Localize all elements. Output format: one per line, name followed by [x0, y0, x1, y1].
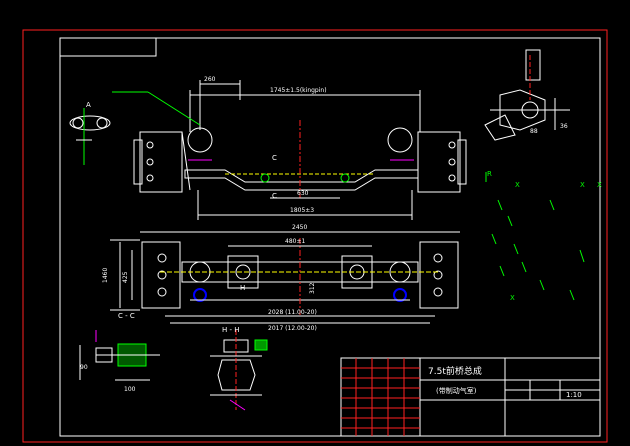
plan-view [110, 231, 460, 324]
dim-text-side-a: 1460 [102, 268, 109, 283]
label-h: H [240, 284, 245, 292]
section-h-h [210, 330, 268, 411]
dim-text-side-b: 425 [122, 271, 129, 283]
label-x-2: X [580, 181, 585, 189]
label-x-1: X [515, 181, 520, 189]
title-line-1: 7.5t前桥总成 [428, 365, 482, 377]
dim-text-detail: 100 [124, 386, 136, 393]
detail-view-kingpin [484, 49, 570, 141]
left-wheel-plan [141, 241, 181, 309]
dim-text-90: 90 [80, 364, 88, 371]
dim-text-r: 36 [560, 123, 568, 130]
dim-text-top-left: 260 [204, 76, 216, 83]
right-hub [417, 131, 467, 193]
dim-text-plan-inner: 480±1 [285, 238, 305, 245]
left-brake-chamber [187, 127, 213, 153]
right-annotations [485, 172, 585, 301]
dim-text-track1: 2028 (11.00-20) [268, 309, 317, 316]
dim-text-top-span: 1745±1.5(kingpin) [270, 87, 327, 94]
section-label-cc: C - C [118, 312, 135, 320]
dim-text-bottom-span: 1805±3 [290, 207, 314, 214]
label-c-top: C [272, 154, 277, 162]
dim-text-r2: 88 [530, 128, 538, 135]
label-c-bottom: C [272, 192, 277, 200]
dim-text-center: 630 [297, 190, 309, 197]
title-line-2: (带制动气室) [436, 386, 477, 395]
drawing-border-outer [22, 29, 608, 443]
label-x-4: X [510, 294, 515, 302]
label-x-3: X [597, 181, 602, 189]
right-wheel-plan [419, 241, 459, 309]
section-c-c [79, 330, 160, 381]
drawing-border-inner [59, 37, 601, 437]
dim-text-track2: 2017 (12.00-20) [268, 325, 317, 332]
label-r: R [487, 170, 492, 178]
right-brake-chamber [387, 127, 413, 153]
detail-view-a [69, 108, 111, 165]
section-label-hh: H - H [222, 326, 240, 334]
left-hub [133, 131, 191, 193]
title-scale: 1:10 [566, 391, 582, 399]
axle-beam [184, 169, 419, 191]
front-view [112, 80, 467, 220]
title-block [340, 357, 601, 437]
dim-text-mid: 312 [309, 282, 316, 294]
drawing-id-box [59, 37, 157, 57]
section-label-a: A [86, 101, 91, 109]
dim-text-plan-span: 2450 [292, 224, 307, 231]
